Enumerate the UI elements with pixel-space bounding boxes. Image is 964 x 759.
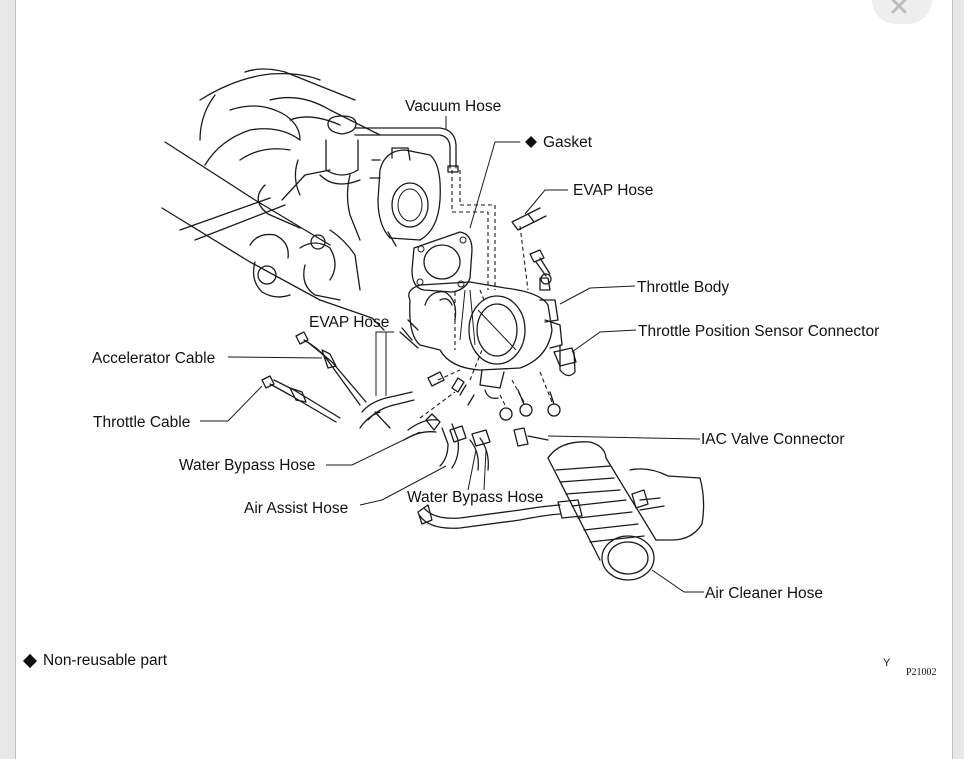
legend: Non-reusable part [22, 652, 167, 670]
viewer-right-edge [952, 0, 964, 759]
label-tps-connector: Throttle Position Sensor Connector [638, 323, 879, 340]
air-cleaner-hose-drawing [547, 441, 705, 581]
non-reusable-marker [525, 136, 537, 148]
assembly-guides [419, 170, 553, 419]
intake-manifold-drawing [161, 68, 459, 331]
bolts-drawing [427, 249, 561, 447]
cables-drawing [261, 331, 415, 429]
leader-lines [200, 116, 704, 593]
label-throttle-body: Throttle Body [637, 279, 729, 296]
label-air-assist-hose: Air Assist Hose [244, 500, 348, 517]
diamond-icon [22, 653, 38, 669]
label-vacuum-hose: Vacuum Hose [405, 98, 501, 115]
label-evap-hose-left: EVAP Hose [309, 314, 389, 331]
legend-text: Non-reusable part [43, 652, 168, 669]
label-gasket: Gasket [543, 134, 593, 151]
corner-mark-y: Y [883, 657, 891, 669]
label-water-bypass-hose-left: Water Bypass Hose [179, 457, 315, 474]
viewer-left-edge [0, 0, 16, 759]
figure-code: P21002 [906, 667, 937, 678]
label-evap-hose-top: EVAP Hose [573, 182, 653, 199]
throttle-body-drawing [399, 277, 577, 399]
label-accelerator-cable: Accelerator Cable [92, 350, 215, 367]
callout-labels: Vacuum Hose Gasket EVAP Hose Throttle Bo… [92, 98, 879, 602]
label-iac-valve-connector: IAC Valve Connector [701, 431, 845, 448]
close-icon [891, 0, 907, 14]
label-air-cleaner-hose: Air Cleaner Hose [705, 585, 823, 602]
evap-hose-top-drawing [511, 207, 547, 231]
label-throttle-cable: Throttle Cable [93, 414, 190, 431]
lower-hoses-drawing [403, 413, 583, 529]
label-water-bypass-hose-bottom: Water Bypass Hose [407, 489, 543, 506]
